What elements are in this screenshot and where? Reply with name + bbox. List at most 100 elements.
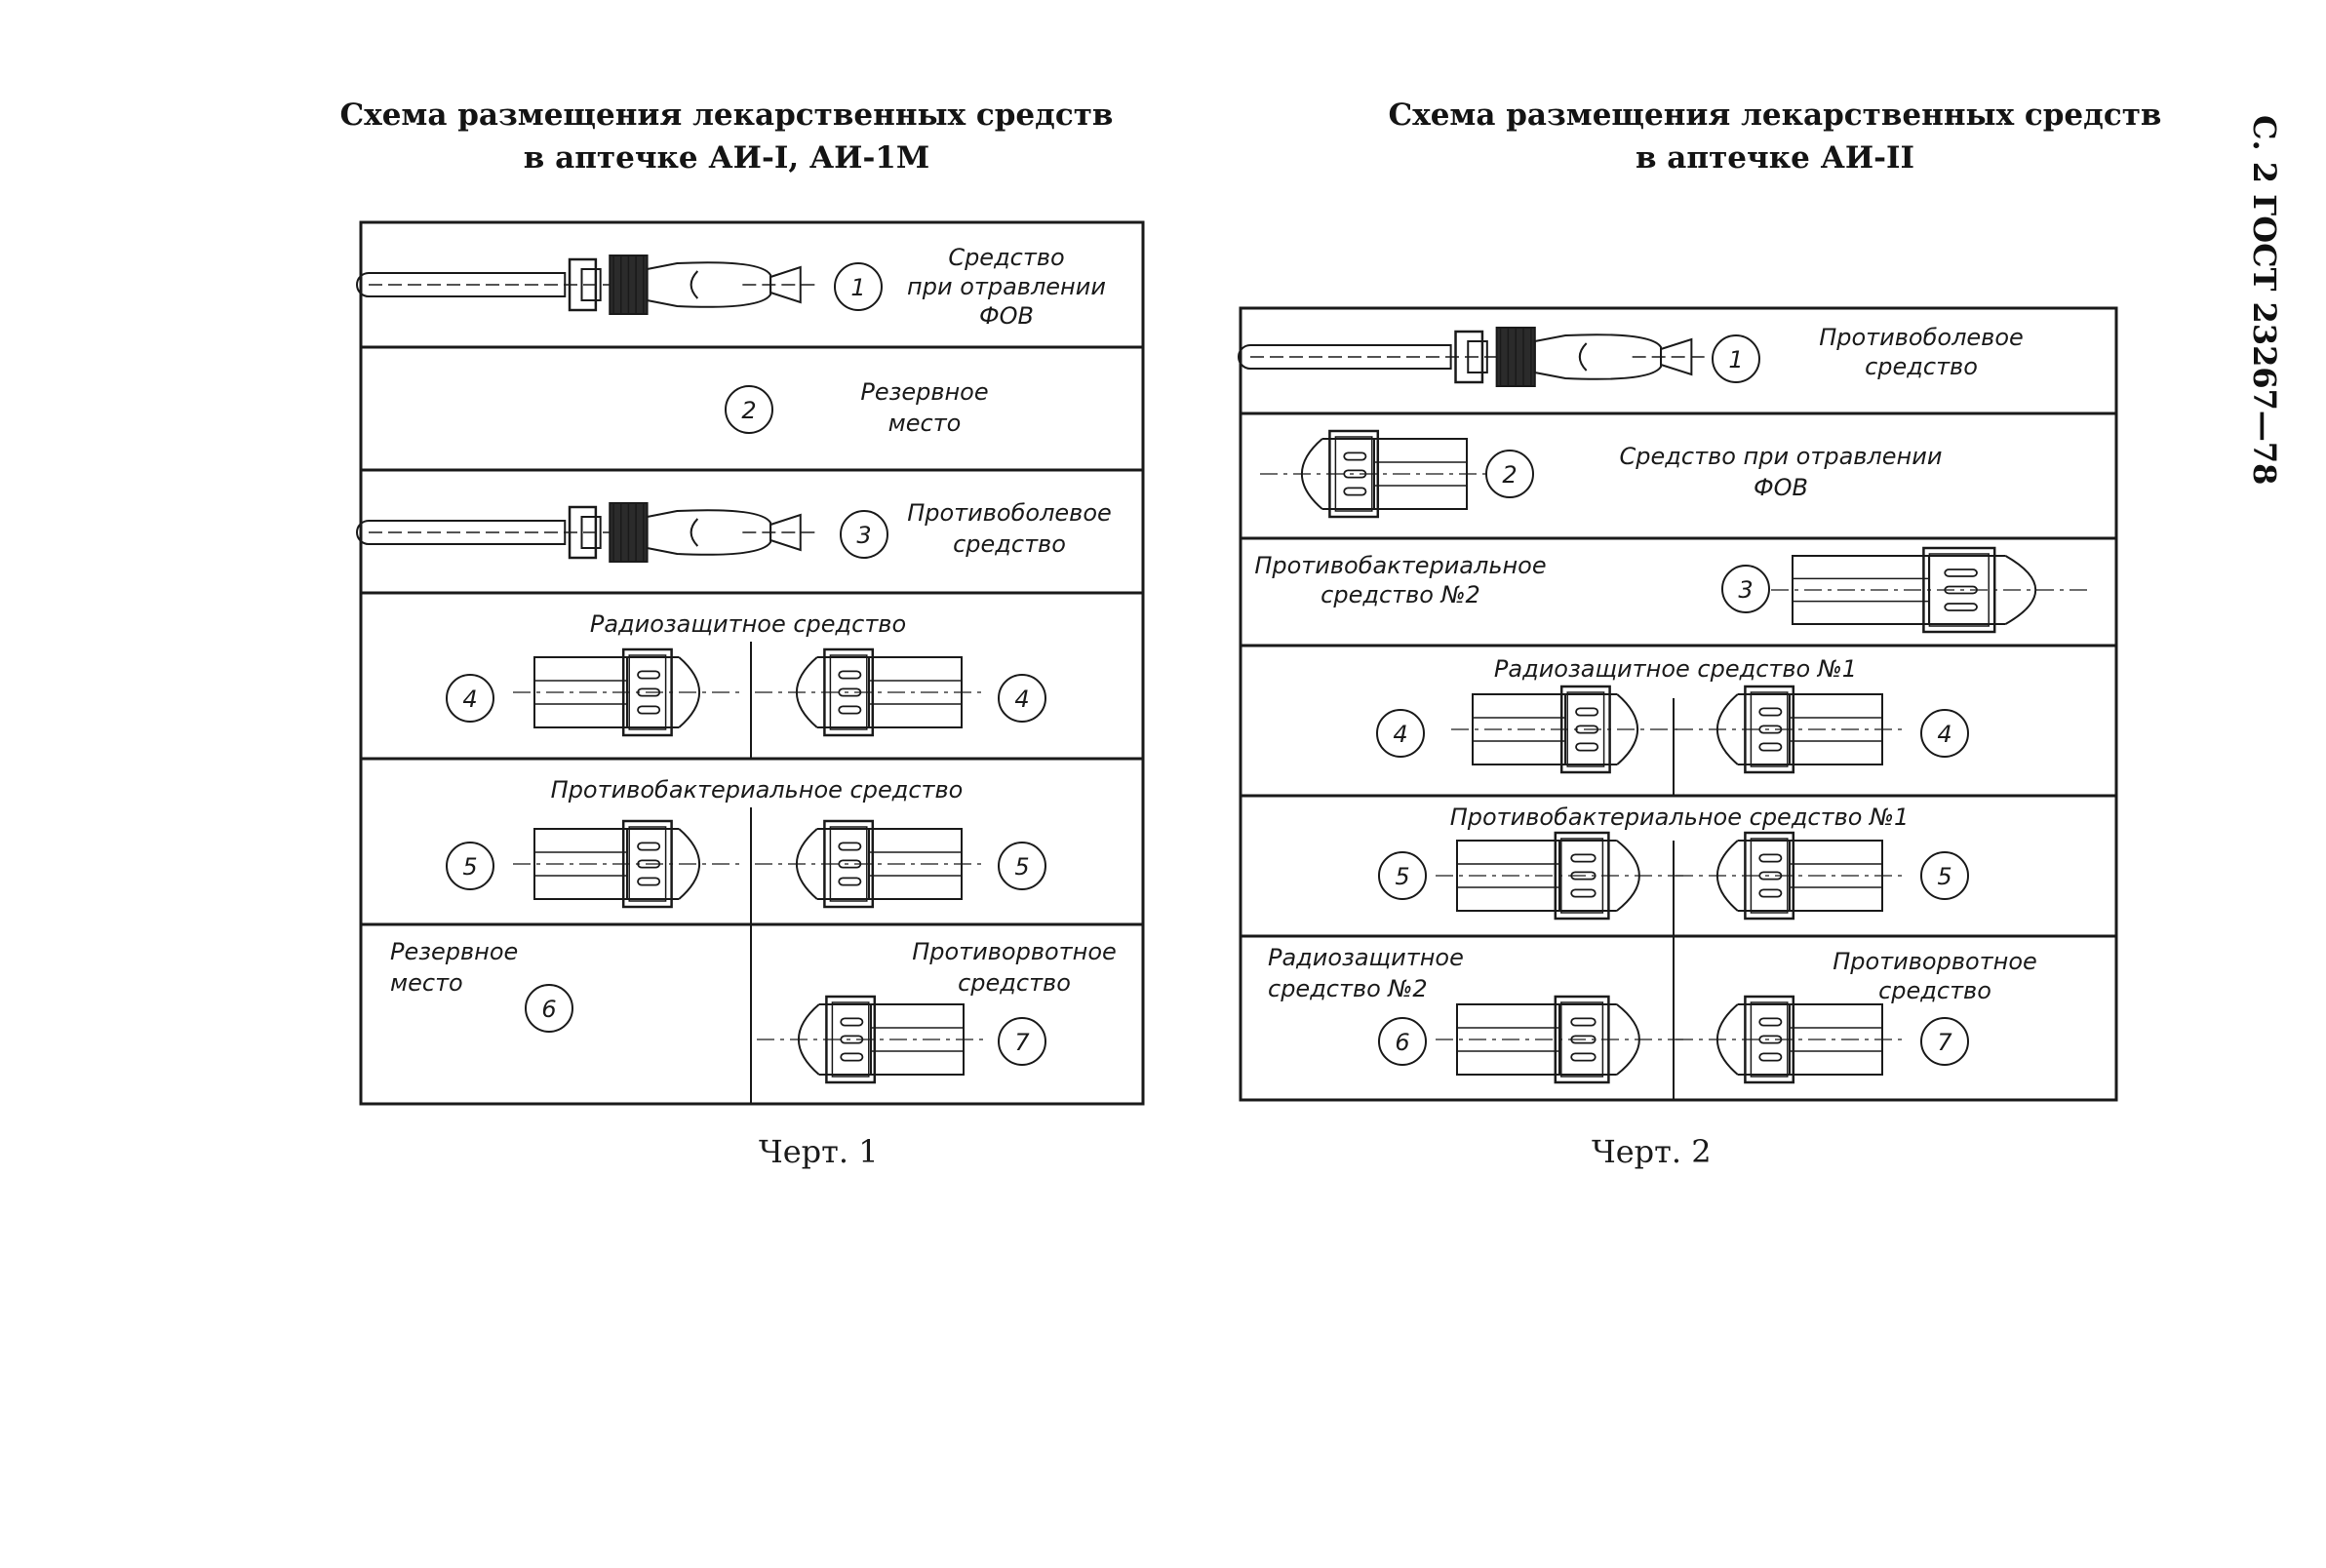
fig2-label-1-line-1: Противоболевое [1819, 324, 2024, 351]
fig1-autoinjector-1-nozzle [769, 265, 802, 304]
fig2-label-4: Радиозащитное средство №1 [1494, 655, 1857, 683]
fig2-marker-3-ring [1721, 565, 1770, 613]
fig1-label-2-line-1: Резервное [860, 378, 988, 406]
fig1-autoinjector-1-sheath [356, 272, 567, 297]
fig2-label-3-line-1: Противобактериальное [1254, 552, 1546, 579]
fig2-marker-5b-label: 5 [1937, 863, 1951, 890]
fig1-label-6-line-2: место [390, 969, 463, 997]
figure-1-title: Схема размещения лекарственных средств в… [322, 94, 1131, 179]
fig1-marker-6-ring [525, 984, 573, 1033]
fig1-marker-4b-label: 4 [1014, 686, 1029, 713]
figure-2-title-line-2: в аптечке АИ-II [1635, 140, 1915, 176]
fig2-autoinjector-1-collar-inner [1467, 340, 1488, 373]
fig2-frame [1239, 306, 2118, 1102]
fig1-autoinjector-3-collar-inner [580, 516, 602, 549]
fig2-marker-2-label: 2 [1502, 461, 1517, 489]
fig2-case-7-rib [1758, 1052, 1783, 1062]
fig1-marker-1: 1 [834, 262, 883, 311]
fig2-autoinjector-1-sheath [1238, 344, 1452, 370]
fig2-label-2-line-1: Средство при отравлении [1620, 443, 1943, 470]
fig2-autoinjector-1-nozzle [1660, 337, 1693, 376]
figure-1-title-line-1: Схема размещения лекарственных средств [339, 98, 1114, 133]
fig2-marker-2-ring [1485, 450, 1534, 498]
fig1-marker-7-ring [998, 1017, 1046, 1066]
fig2-case-4a-dome [1616, 693, 1639, 765]
fig1-label-4: Радиозащитное средство [590, 610, 906, 638]
fig1-marker-1-ring [834, 262, 883, 311]
fig2-marker-7: 7 [1920, 1017, 1969, 1066]
fig1-marker-2-label: 2 [741, 397, 756, 424]
fig2-marker-6: 6 [1378, 1017, 1427, 1066]
fig2-case-5a-rib [1570, 853, 1597, 863]
fig1-marker-6-label: 6 [541, 996, 556, 1023]
figure-2-caption: Черт. 2 [1592, 1133, 1712, 1170]
fig2-case-4a-rib [1575, 707, 1599, 717]
fig1-autoinjector-1 [356, 255, 817, 315]
fig2-label-6-line-1: Радиозащитное [1268, 944, 1464, 971]
fig2-case-3-dome [2004, 555, 2036, 625]
fig1-label-5: Противобактериальное средство [551, 776, 964, 804]
fig2-marker-4b-ring [1920, 709, 1969, 758]
fig1-marker-3-label: 3 [856, 522, 871, 549]
fig1-label-7-line-2: средство [958, 969, 1071, 997]
fig2-label-2-line-2: ФОВ [1754, 474, 1808, 501]
fig2-marker-3: 3 [1721, 565, 1770, 613]
fig2-marker-1: 1 [1712, 334, 1760, 383]
fig2-case-6 [1436, 995, 1683, 1084]
fig2-marker-5a-ring [1378, 851, 1427, 900]
fig2-case-2-rib [1343, 487, 1367, 496]
fig2-case-3 [1771, 546, 2087, 634]
fig2-case-4b-rib [1758, 742, 1783, 752]
fig1-case-5a-rib [637, 877, 661, 886]
fig2-case-5a-rib [1570, 888, 1597, 898]
fig1-marker-6: 6 [525, 984, 573, 1033]
fig1-autoinjector-1-collar [568, 257, 598, 312]
fig1-marker-4a-label: 4 [462, 686, 477, 713]
fig1-autoinjector-3-collar [568, 505, 598, 560]
fig2-case-3-rib [1944, 603, 1978, 611]
fig1-case-7-rib [840, 1017, 864, 1027]
fig1-marker-5b-ring [998, 842, 1046, 890]
fig1-autoinjector-1-meniscus [690, 270, 699, 299]
fig1-label-4-line-1: Радиозащитное средство [590, 610, 906, 638]
fig2-marker-7-label: 7 [1937, 1029, 1952, 1056]
fig1-case-4a [513, 647, 741, 737]
page-header-side: С. 2 ГОСТ 23267—78 [2246, 115, 2283, 486]
fig2-marker-6-label: 6 [1395, 1029, 1409, 1056]
fig2-label-7-line-2: средство [1878, 977, 1991, 1004]
fig1-label-3-line-2: средство [953, 530, 1066, 558]
fig2-case-5b-rib [1758, 853, 1783, 863]
fig1-autoinjector-3 [356, 502, 817, 563]
fig2-case-4b [1676, 685, 1904, 774]
fig2-marker-4b: 4 [1920, 709, 1969, 758]
fig1-marker-1-label: 1 [850, 274, 865, 301]
fig2-marker-5a: 5 [1378, 851, 1427, 900]
fig2-case-4a [1451, 685, 1679, 774]
fig1-case-4a-rib [637, 705, 661, 715]
fig2-case-5b [1676, 831, 1904, 921]
fig1-label-1-line-2: при отравлении [907, 273, 1106, 300]
fig2-label-1-line-2: средство [1865, 353, 1978, 380]
fig2-case-4b-rib [1758, 707, 1783, 717]
fig1-marker-2: 2 [725, 385, 773, 434]
fig1-marker-3-ring [840, 510, 888, 559]
fig1-marker-5b: 5 [998, 842, 1046, 890]
fig2-marker-4a-label: 4 [1393, 721, 1407, 748]
fig1-marker-4b-ring [998, 674, 1046, 723]
fig2-autoinjector-1-collar [1454, 330, 1484, 384]
fig1-case-7 [757, 995, 985, 1084]
fig1-marker-7-label: 7 [1014, 1029, 1030, 1056]
fig1-marker-5b-label: 5 [1014, 853, 1029, 881]
fig2-label-7-line-1: Противорвотное [1833, 948, 2037, 975]
fig2-label-6-line-2: средство №2 [1268, 975, 1428, 1002]
